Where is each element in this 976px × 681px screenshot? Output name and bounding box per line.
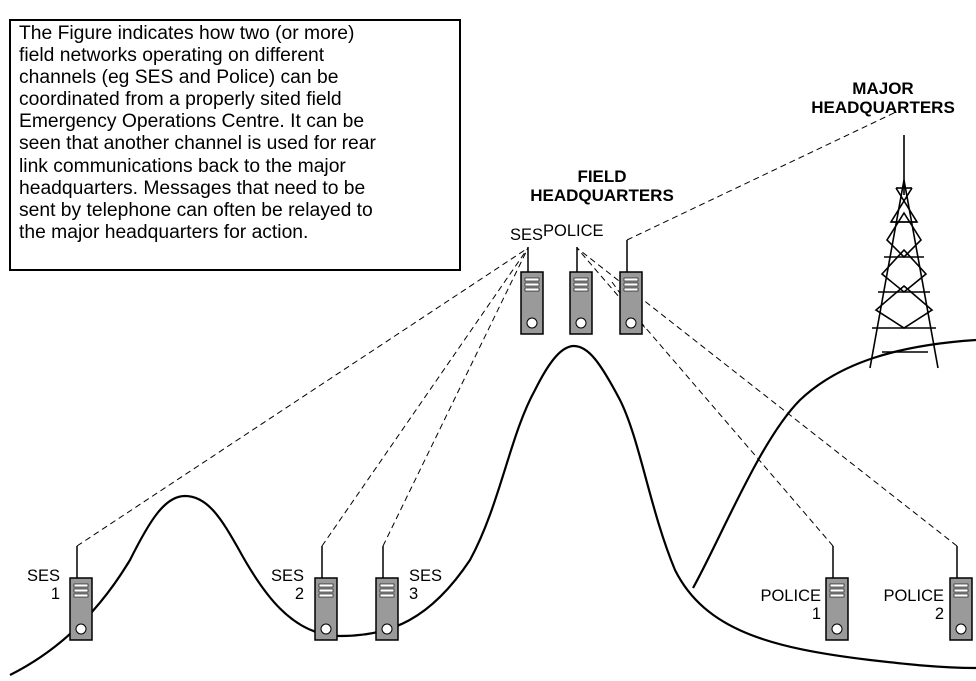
label-police1: POLICE 1 [760,587,821,623]
terrain-major-hill [692,338,976,589]
radio-ses3 [375,546,399,641]
major-hq-tower [869,135,939,369]
terrain-hills [9,344,976,676]
label-major-hq: MAJOR HEADQUARTERS [811,79,955,117]
radio-police1 [825,546,849,641]
label-police2: POLICE 2 [883,587,944,623]
label-ses2: SES 2 [270,567,304,603]
radio-police2 [949,546,973,641]
label-ses3: SES 3 [409,567,443,603]
link-ses2 [321,247,529,547]
link-ses3 [382,247,529,547]
radio-ses2 [314,546,338,641]
radio-ses1 [69,546,93,641]
radio-hq-rear [619,240,643,335]
radios [69,240,973,641]
link-police1 [576,247,834,547]
caption-box: The Figure indicates how two (or more) f… [9,19,461,271]
label-hq-ses: SES [510,226,544,244]
radio-hq-ses [520,247,544,335]
label-field-hq: FIELD HEADQUARTERS [530,167,674,205]
radio-hq-police [569,247,593,335]
label-ses1: SES 1 [26,567,60,603]
label-hq-police: POLICE [543,222,604,240]
link-ses1 [76,247,529,547]
